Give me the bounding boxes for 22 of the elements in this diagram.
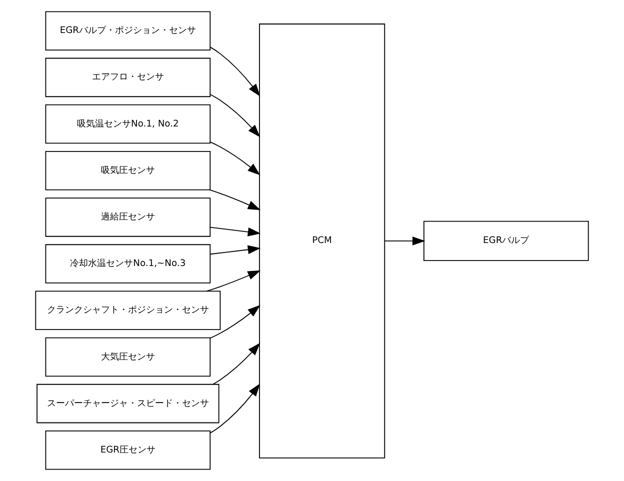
- arrow: [210, 245, 261, 255]
- arrow: [212, 342, 260, 385]
- node-box: エアフロ・センサ: [45, 58, 211, 98]
- node-box: 吸気圧センサ: [45, 150, 211, 190]
- node-box: EGRバルブ: [423, 220, 589, 262]
- arrow: [210, 226, 261, 236]
- node-box: EGR圧センサ: [45, 430, 211, 470]
- node-box: クランクシャフト・ポジション・センサ: [35, 290, 221, 330]
- arrow: [209, 189, 261, 210]
- arrow: [210, 142, 260, 176]
- arrow: [384, 236, 426, 246]
- arrow: [210, 305, 260, 338]
- node-box: EGRバルブ・ポジション・センサ: [45, 11, 211, 50]
- node-box: 冷却水温センサNo.1,~No.3: [45, 244, 211, 284]
- node-box: スーパーチャージャ・スピード・センサ: [36, 384, 220, 424]
- node-box: PCM: [259, 24, 386, 458]
- node-box: 過給圧センサ: [45, 198, 211, 237]
- arrow: [210, 46, 260, 97]
- arrow: [210, 94, 260, 138]
- node-box: 吸気温センサNo.1, No.2: [45, 104, 211, 144]
- arrow: [210, 384, 260, 434]
- node-box: 大気圧センサ: [45, 337, 211, 377]
